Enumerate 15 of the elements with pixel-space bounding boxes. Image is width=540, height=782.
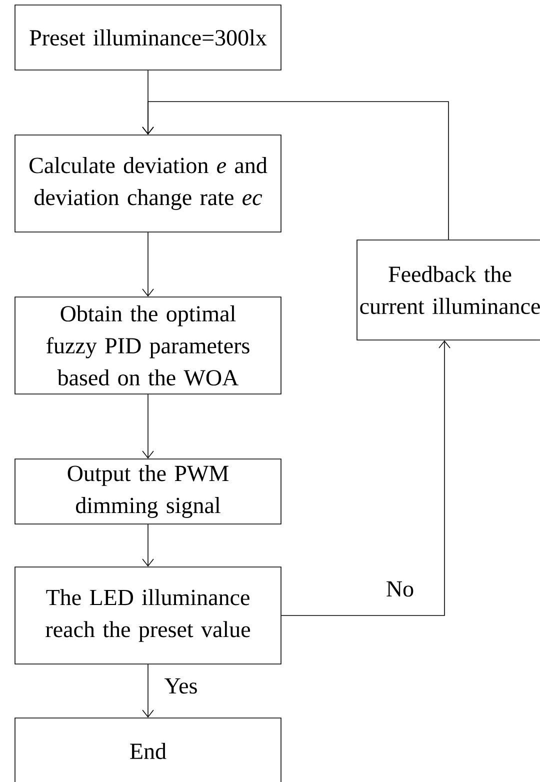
arrow: [142, 524, 154, 567]
arrow: [281, 340, 450, 616]
process-box: The LED illuminance reach the preset value: [14, 566, 282, 664]
process-box: Output the PWM dimming signal: [14, 458, 282, 524]
process-box: Preset illuminance=300lx: [14, 4, 282, 70]
process-box: Feedback the current illuminance: [356, 240, 540, 340]
arrow: [142, 394, 154, 459]
process-box: Obtain the optimal fuzzy PID parameters based on the WOA: [14, 296, 282, 394]
edge-label: No: [384, 580, 416, 598]
arrow: [142, 664, 154, 718]
process-box: Calculate deviation e and deviation change rate ec: [14, 134, 282, 232]
arrow: [142, 101, 449, 240]
edge-label: Yes: [163, 677, 199, 695]
process-box: End: [14, 718, 282, 782]
arrow: [142, 232, 154, 297]
